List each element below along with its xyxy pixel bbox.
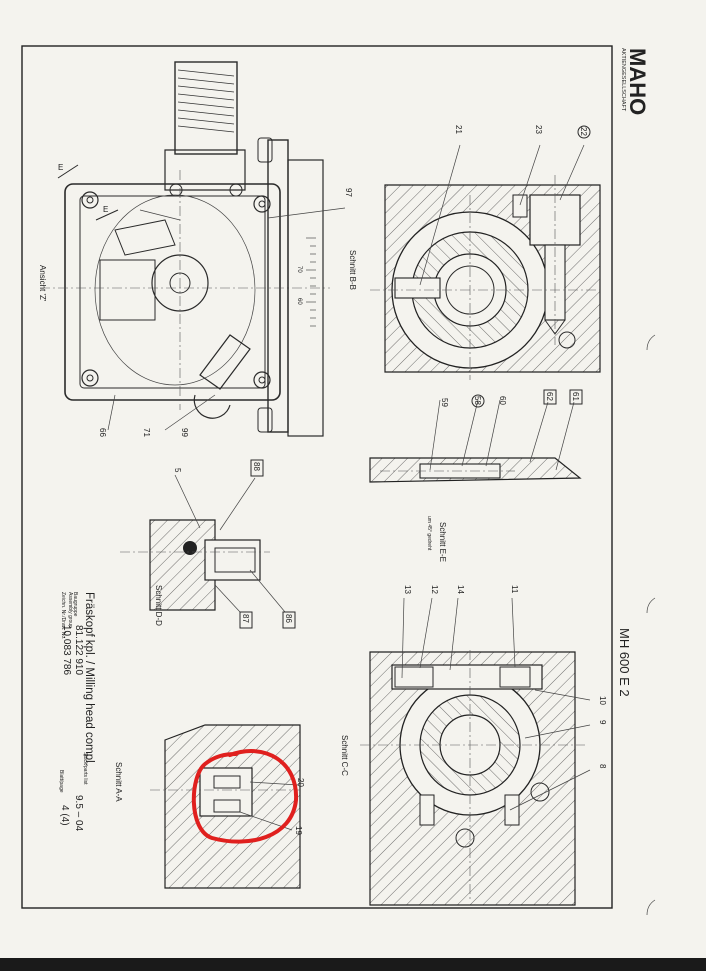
logo-text: MAHO [625, 48, 650, 115]
punch-hole-mark [646, 597, 656, 614]
part-number-21: 21 [454, 125, 463, 134]
part-number-88: 88 [252, 462, 261, 471]
section-mark: E [103, 205, 108, 214]
part-number-11: 11 [510, 585, 519, 594]
company-logo: MAHO AKTIENGESELLSCHAFT [620, 48, 650, 115]
part-number-62: 62 [545, 392, 554, 401]
part-number-99: 99 [180, 428, 189, 437]
view-z: 70 60 E E [40, 61, 346, 437]
machine-model: MH 600 E 2 [617, 628, 632, 697]
drawing-number-label: Zeichn. Nr./Draw. No. [60, 592, 66, 640]
part-number-23: 23 [534, 125, 543, 134]
parts-list-number: 9.5 – 04 [73, 795, 84, 832]
punch-hole-mark [646, 334, 656, 351]
group-number: 81.122 910 [73, 625, 84, 675]
view-label-schnitt-ee: Schnitt E-E [438, 522, 447, 562]
page-label: Blatt/page [58, 770, 64, 793]
section-dd-drawing [120, 474, 286, 613]
part-number-22: 22 [579, 127, 588, 136]
part-number-13: 13 [403, 585, 412, 594]
bolt [253, 195, 271, 213]
section-bb-drawing [370, 144, 601, 380]
threaded-shaft [174, 61, 238, 155]
part-number-9: 9 [598, 720, 607, 725]
part-number-8: 8 [598, 764, 607, 769]
part-number-12: 12 [430, 585, 439, 594]
red-highlight-circle [191, 749, 299, 844]
view-label-ansicht-z: Ansicht 'Z' [38, 265, 47, 302]
title-block: Fräskopf kpl. / Milling head compl. Baug… [58, 592, 95, 832]
scan-edge-shadow [0, 958, 706, 971]
part-number-66: 66 [98, 428, 107, 437]
section-ee-drawing [369, 399, 582, 483]
parts-list-label: Stück/parts list [82, 752, 88, 785]
part-number-19: 19 [294, 826, 303, 835]
part-number-97: 97 [344, 188, 353, 197]
punch-hole-mark [646, 899, 656, 916]
part-number-61: 61 [571, 392, 580, 401]
view-label-schnitt-aa: Schnitt A-A [114, 762, 123, 802]
view-label-schnitt-dd: Schnitt D-D [154, 585, 163, 626]
part-number-86: 86 [284, 614, 293, 623]
scale-number: 60 [296, 298, 302, 305]
scale-number: 70 [296, 266, 302, 273]
view-note-rotated: um 45° gedreht [426, 516, 432, 551]
section-aa-drawing [150, 724, 301, 889]
view-label-schnitt-bb: Schnitt B-B [348, 250, 357, 290]
part-number-20: 20 [296, 778, 305, 787]
housing-outline [64, 183, 281, 401]
logo-subtitle: AKTIENGESELLSCHAFT [620, 48, 626, 112]
view-label-schnitt-cc: Schnitt C-C [340, 735, 349, 776]
drawing-number: 10.083 786 [61, 625, 72, 675]
drawing-title: Fräskopf kpl. / Milling head compl. [83, 592, 95, 766]
group-label-en: Assembly group [67, 592, 73, 628]
part-number-59: 59 [440, 398, 449, 407]
part-number-87: 87 [241, 614, 250, 623]
drawing-frame [21, 45, 613, 909]
part-number-10: 10 [598, 696, 607, 705]
group-label: Baugruppe [72, 592, 78, 617]
part-number-58: 58 [473, 396, 482, 405]
bolt [81, 369, 99, 387]
part-number-14: 14 [456, 585, 465, 594]
page-number: 4 (4) [59, 805, 70, 826]
part-number-5: 5 [173, 468, 182, 473]
section-mark: E [58, 163, 63, 172]
bolt [81, 191, 99, 209]
part-number-71: 71 [142, 428, 151, 437]
bolt [253, 371, 271, 389]
part-number-60: 60 [498, 396, 507, 405]
section-cc-drawing [360, 597, 591, 906]
